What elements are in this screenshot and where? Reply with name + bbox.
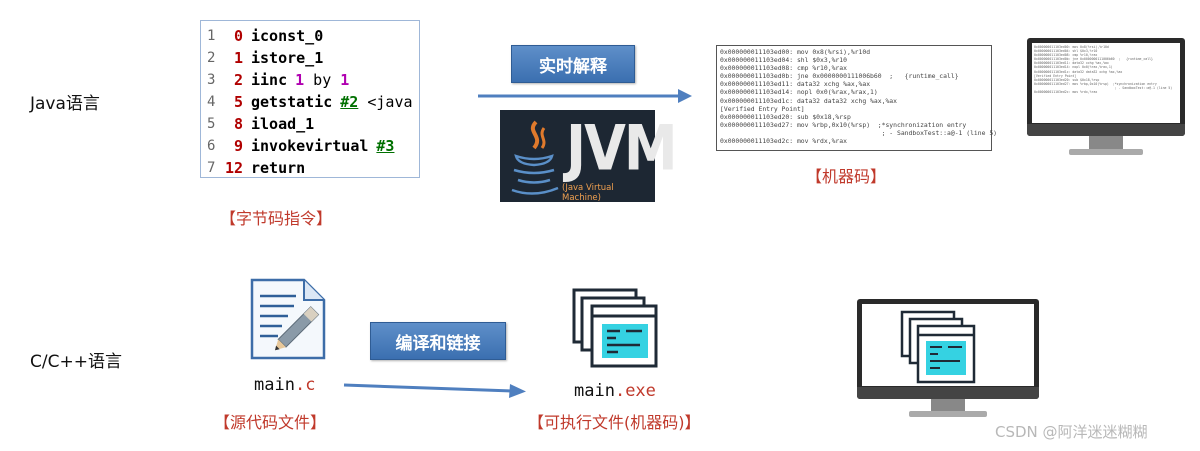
bytecode-line-number: 3 bbox=[207, 72, 216, 88]
bytecode-line-number: 7 bbox=[207, 160, 216, 176]
machine-code-line: 0x000000011103ed04: shl $0x3,%r10 bbox=[720, 56, 847, 65]
exe-filename: main.exe bbox=[574, 381, 656, 401]
machine-code-line: [Verified Entry Point] bbox=[720, 104, 805, 113]
bytecode-operand: 1 bbox=[340, 71, 350, 89]
java-cup-icon bbox=[511, 120, 559, 195]
bytecode-listing: 1 0 iconst_0 2 1 istore_1 3 2 iinc 1 by 1 4 5 getsta… bbox=[200, 20, 420, 178]
machine-code-line: 0x000000011103ed14: nopl 0x0(%rax,%rax,1… bbox=[720, 88, 878, 97]
source-file-icon bbox=[250, 278, 326, 360]
machine-code-line: 0x000000011103ed2c: mov %rdx,%rax bbox=[720, 137, 847, 146]
bytecode-offset: 0 bbox=[233, 27, 243, 45]
bytecode-caption: 【字节码指令】 bbox=[220, 209, 333, 228]
bytecode-operand: by bbox=[304, 71, 341, 89]
interpret-banner: 实时解释 bbox=[511, 45, 635, 83]
machine-code-caption: 【机器码】 bbox=[806, 167, 887, 186]
bytecode-operand: #2 bbox=[340, 93, 359, 111]
bytecode-opcode: iinc bbox=[251, 71, 288, 89]
bytecode-line: 1 0 iconst_0 bbox=[201, 25, 419, 47]
machine-code-line: 0x000000011103ed20: sub $0x18,%rsp bbox=[720, 112, 851, 121]
bytecode-operand: <java bbox=[358, 93, 413, 111]
monitor-code-line: 0x000000011103ed20: sub $0x18,%rsp bbox=[1034, 77, 1100, 82]
bytecode-opcode: return bbox=[251, 159, 306, 177]
monitor-code-line: 0x000000011103ed08: cmp %r10,%rax bbox=[1034, 53, 1098, 58]
bytecode-opcode: iconst_0 bbox=[251, 27, 324, 45]
exe-filename-ext: .exe bbox=[614, 381, 656, 401]
bytecode-opcode: getstatic bbox=[251, 93, 333, 111]
machine-code-line: 0x000000011103ed27: mov %rbp,0x10(%rsp) … bbox=[720, 120, 967, 129]
source-filename-ext: .c bbox=[294, 375, 316, 395]
bytecode-operand: #3 bbox=[376, 137, 395, 155]
bytecode-line-number: 4 bbox=[207, 94, 216, 110]
monitor-code-line: 0x000000011103ed0b: jne 0x0000000111006b… bbox=[1034, 57, 1153, 62]
monitor-code-line: 0x000000011103ed00: mov 0x8(%rsi),%r10d bbox=[1034, 45, 1109, 49]
bytecode-offset: 12 bbox=[224, 159, 243, 177]
c-language-label: C/C++语言 bbox=[30, 352, 122, 372]
monitor-code-line: 0x000000011103ed1c: data32 data32 xchg %… bbox=[1034, 69, 1123, 74]
machine-code-line: 0x000000011103ed00: mov 0x8(%rsi),%r10d bbox=[720, 48, 871, 56]
exe-filename-base: main bbox=[574, 381, 615, 401]
bytecode-offset: 5 bbox=[233, 93, 243, 111]
executable-icon bbox=[572, 288, 658, 368]
bytecode-line: 6 9 invokevirtual #3 bbox=[201, 135, 419, 157]
bytecode-offset: 9 bbox=[233, 137, 243, 155]
monitor-code-line: ; - SandboxTest::a@-1 (line 5) bbox=[1034, 85, 1173, 90]
c-arrow bbox=[343, 383, 526, 398]
bytecode-line-number: 2 bbox=[207, 50, 216, 66]
java-language-label: Java语言 bbox=[30, 94, 100, 114]
source-file-caption: 【源代码文件】 bbox=[214, 413, 327, 432]
bytecode-line: 2 1 istore_1 bbox=[201, 47, 419, 69]
bytecode-line: 7 12 return bbox=[201, 157, 419, 179]
monitor-exe-screen bbox=[900, 310, 976, 384]
bytecode-line-number: 5 bbox=[207, 116, 216, 132]
source-filename: main.c bbox=[254, 375, 315, 395]
bytecode-line-number: 6 bbox=[207, 138, 216, 154]
java-arrow bbox=[478, 89, 692, 103]
machine-code-line: 0x000000011103ed1c: data32 data32 xchg %… bbox=[720, 96, 897, 105]
monitor-code-line: 0x000000011103ed2c: mov %rdx,%rax bbox=[1034, 90, 1098, 95]
monitor-code-line: 0x000000011103ed14: nopl 0x0(%rax,%rax,1… bbox=[1034, 65, 1113, 70]
monitor-code-line: 0x000000011103ed04: shl $0x3,%r10 bbox=[1034, 49, 1098, 54]
machine-code-line: 0x000000011103ed11: data32 xchg %ax,%ax bbox=[720, 80, 871, 89]
bytecode-offset: 8 bbox=[233, 115, 243, 133]
monitor-exe-icon bbox=[857, 299, 1039, 419]
exe-file-caption: 【可执行文件(机器码)】 bbox=[528, 413, 701, 432]
monitor-code-line: 0x000000011103ed11: data32 xchg %ax,%ax bbox=[1034, 61, 1109, 66]
bytecode-opcode: iload_1 bbox=[251, 115, 315, 133]
machine-code-line: 0x000000011103ed08: cmp %r10,%rax bbox=[720, 64, 847, 73]
jvm-title: JVM bbox=[566, 112, 678, 185]
bytecode-offset: 1 bbox=[233, 49, 243, 67]
bytecode-line-number: 1 bbox=[207, 28, 216, 44]
machine-code-line: 0x000000011103ed0b: jne 0x0000000111006b… bbox=[720, 72, 959, 81]
bytecode-operands: #3 bbox=[376, 137, 394, 155]
machine-code-line: ; - SandboxTest::a@-1 (line 5) bbox=[720, 128, 998, 137]
bytecode-operand: 1 bbox=[295, 71, 305, 89]
bytecode-line: 5 8 iload_1 bbox=[201, 113, 419, 135]
watermark: CSDN @阿洋迷迷糊糊 bbox=[995, 423, 1148, 441]
jvm-subtitle: (Java Virtual Machine) bbox=[562, 183, 614, 203]
source-filename-base: main bbox=[254, 375, 295, 395]
bytecode-opcode: invokevirtual bbox=[251, 137, 369, 155]
bytecode-operands: 1 by 1 bbox=[295, 71, 349, 89]
bytecode-operands: #2 <java bbox=[340, 93, 412, 111]
bytecode-opcode: istore_1 bbox=[251, 49, 324, 67]
monitor-code-line: [Verified Entry Point] bbox=[1034, 73, 1077, 78]
bytecode-line: 3 2 iinc 1 by 1 bbox=[201, 69, 419, 91]
bytecode-offset: 2 bbox=[233, 71, 243, 89]
monitor-code-line: 0x000000011103ed27: mov %rbp,0x10(%rsp) … bbox=[1034, 81, 1157, 86]
jvm-logo: JVM (Java Virtual Machine) bbox=[500, 110, 678, 203]
compile-link-banner: 编译和链接 bbox=[370, 322, 506, 360]
bytecode-line: 4 5 getstatic #2 <java bbox=[201, 91, 419, 113]
